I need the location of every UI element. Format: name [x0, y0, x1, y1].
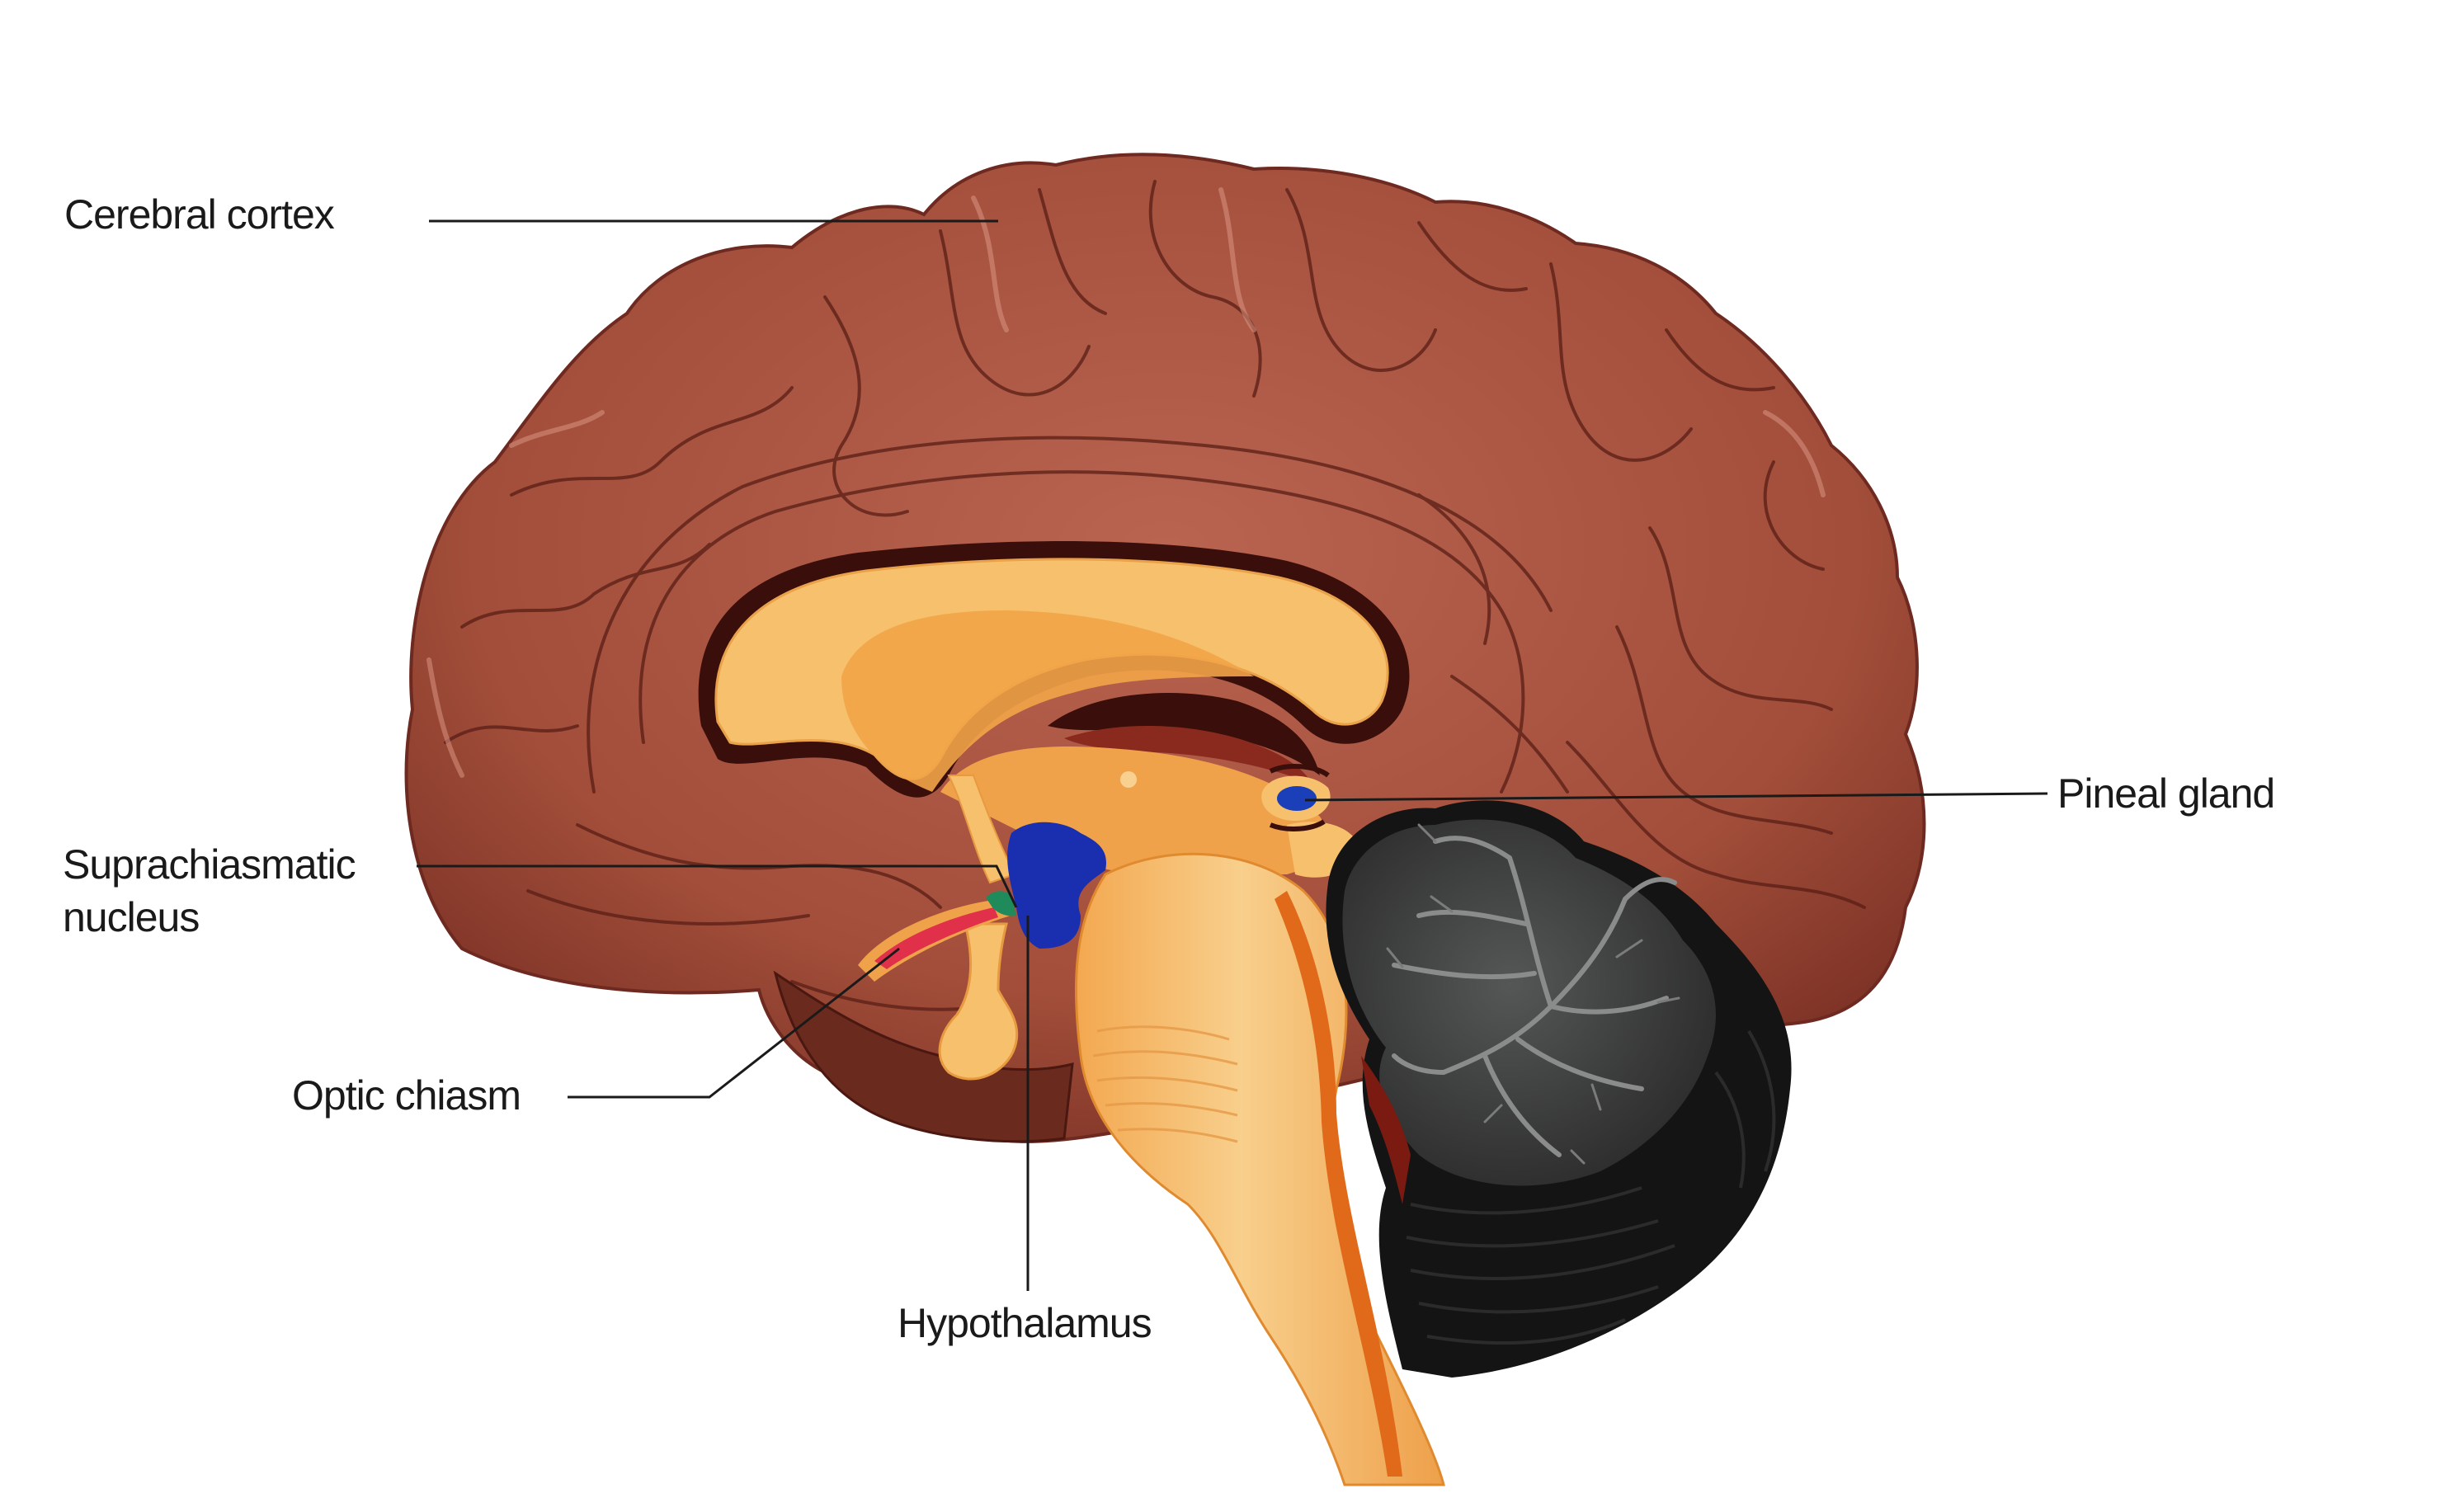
label-text-line-2: nucleus [63, 894, 200, 940]
temporal-lobe-underside [773, 970, 1074, 1143]
suprachiasmatic-nucleus [986, 891, 1016, 916]
pituitary [938, 922, 1019, 1081]
label-text: Hypothalamus [898, 1300, 1152, 1346]
label-text: Pineal gland [2057, 770, 2275, 817]
label-pineal-gland: Pineal gland [2057, 767, 2275, 820]
label-text: Cerebral cortex [64, 191, 335, 238]
label-hypothalamus: Hypothalamus [898, 1297, 1152, 1349]
optic-chiasm-leader [568, 947, 900, 1099]
suprachiasmatic-leader [417, 864, 1018, 908]
leader-lines [417, 219, 2048, 1291]
label-suprachiasmatic-nucleus: Suprachiasmatic nucleus [63, 838, 356, 944]
label-cerebral-cortex: Cerebral cortex [64, 188, 335, 241]
label-text-line-1: Suprachiasmatic [63, 841, 356, 888]
label-optic-chiasm: Optic chiasm [292, 1069, 521, 1122]
cerebellum [1326, 800, 1792, 1378]
fourth-ventricle [1361, 1056, 1411, 1204]
label-text: Optic chiasm [292, 1072, 521, 1119]
hypothalamus [1007, 822, 1106, 949]
corpus-callosum [698, 541, 1410, 798]
pineal-gland [1261, 764, 1331, 831]
pineal-gland-leader [1304, 792, 2048, 802]
optic-chiasm [858, 899, 1011, 982]
